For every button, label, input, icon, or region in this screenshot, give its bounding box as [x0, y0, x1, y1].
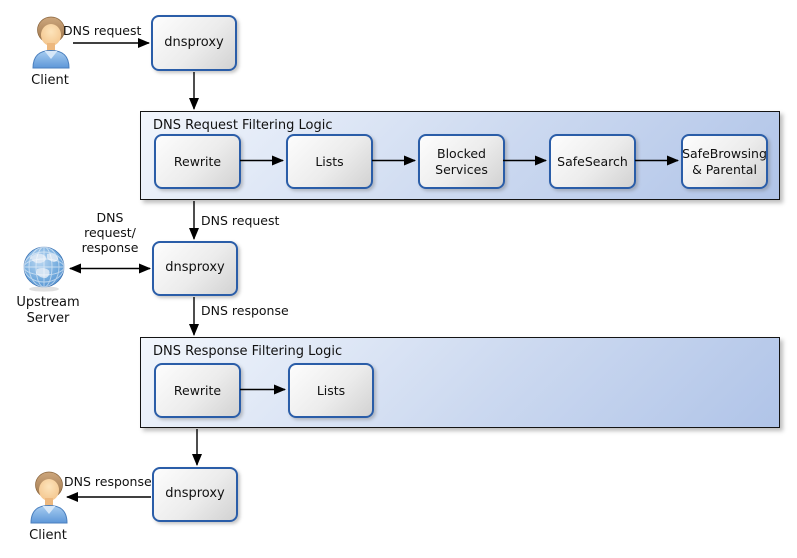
- step-rewrite-request: Rewrite: [154, 134, 241, 189]
- client-person-icon: [29, 15, 73, 69]
- request-filtering-container: DNS Request Filtering Logic Rewrite List…: [140, 111, 780, 200]
- client-bottom-person-icon: [27, 470, 71, 524]
- dnsproxy-top-node: dnsproxy: [151, 15, 237, 71]
- response-filtering-title: DNS Response Filtering Logic: [153, 344, 343, 359]
- edge-label-dns-response: DNS response: [201, 303, 289, 318]
- edge-label-filtered-request: DNS request: [201, 213, 280, 228]
- client-bottom-label: Client: [29, 528, 67, 543]
- upstream-server-globe-icon: [22, 246, 66, 292]
- dnsproxy-bottom-node: dnsproxy: [152, 467, 238, 522]
- response-filtering-container: DNS Response Filtering Logic Rewrite Lis…: [140, 337, 780, 428]
- edge-label-client-response: DNS response: [64, 474, 152, 489]
- step-rewrite-response: Rewrite: [154, 363, 241, 418]
- dnsproxy-middle-node: dnsproxy: [152, 241, 238, 296]
- step-lists-response: Lists: [288, 363, 374, 418]
- client-top-label: Client: [31, 73, 69, 88]
- step-blocked-services: Blocked Services: [418, 134, 505, 189]
- edge-label-client-request: DNS request: [63, 23, 142, 38]
- request-filtering-title: DNS Request Filtering Logic: [153, 118, 333, 133]
- upstream-server-label: Upstream Server: [16, 295, 80, 326]
- step-safesearch: SafeSearch: [549, 134, 636, 189]
- edge-label-upstream-exchange: DNS request/ response: [81, 210, 139, 255]
- step-lists-request: Lists: [286, 134, 373, 189]
- step-safebrowsing-parental: SafeBrowsing & Parental: [681, 134, 768, 189]
